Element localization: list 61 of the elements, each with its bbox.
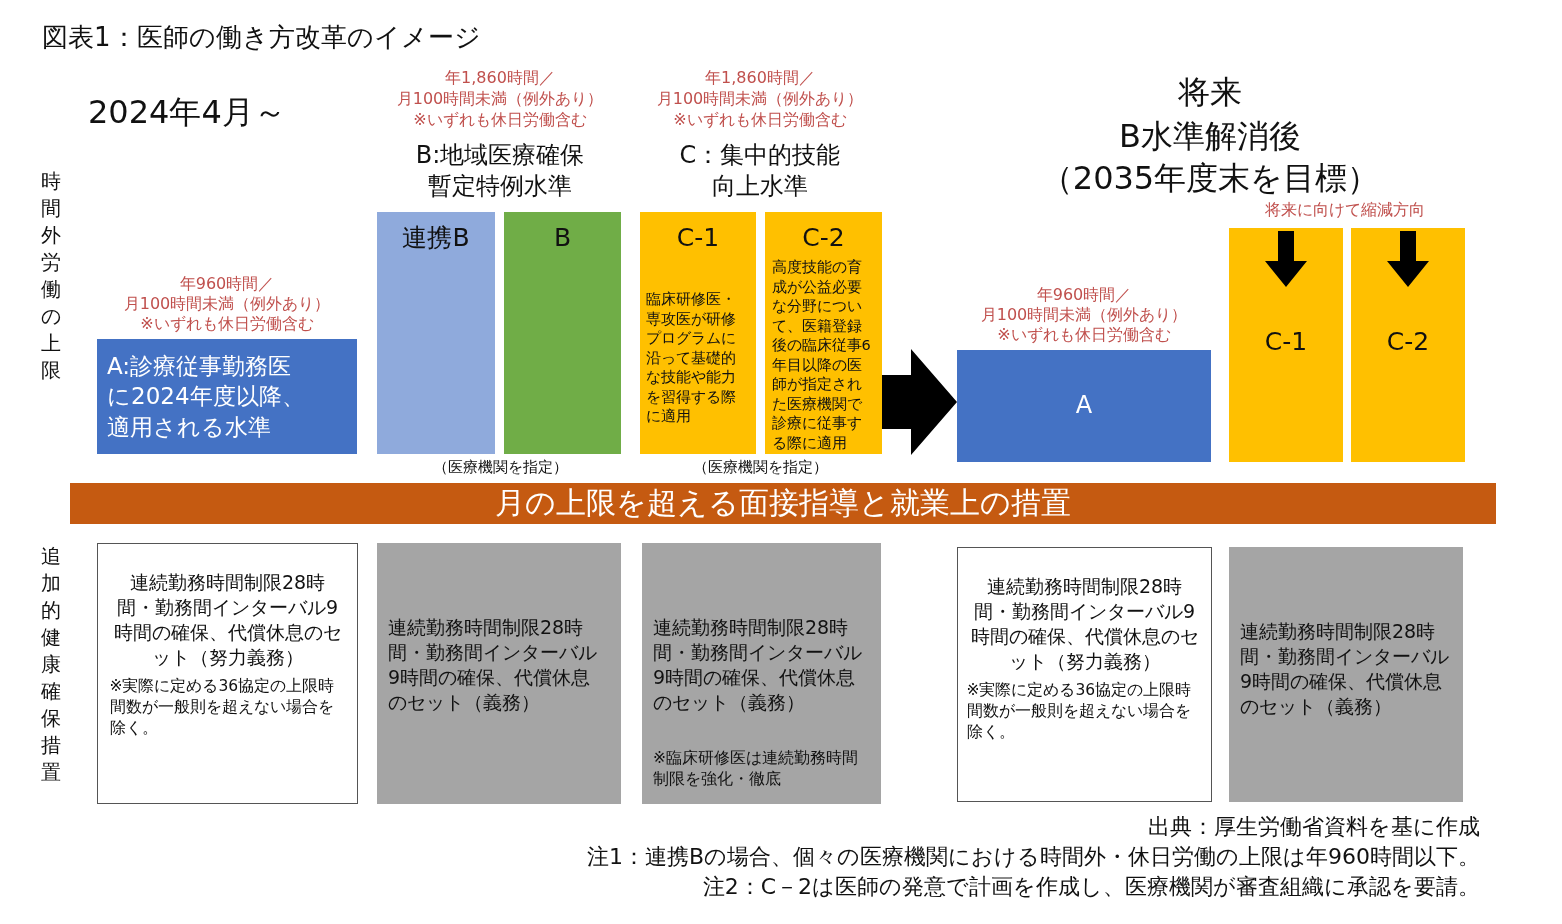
- box-label: A:診療従事勤務医に2024年度以降、適用される水準: [107, 351, 306, 442]
- side-label: 時間外労働の上限: [40, 168, 62, 384]
- box-description: 高度技能の育成が公益必要な分野について、医籍登録後の臨床従事6年目以降の医師が指定された医療機関で診療に従事する際に適用: [771, 258, 872, 453]
- measure-text: 連続勤務時間制限28時間・勤務間インターバル9時間の確保、代償休息のセット（努力義務）: [969, 574, 1200, 674]
- period-label: 2024年4月～: [88, 92, 287, 132]
- designation-note: （医療機関を指定）: [691, 458, 829, 477]
- limit-note: 月100時間未満（例外あり）: [655, 89, 865, 109]
- measure-text: 連続勤務時間制限28時間・勤務間インターバル9時間の確保、代償休息のセット（義務）: [388, 615, 598, 715]
- level-box: [97, 339, 357, 454]
- limit-note: ※いずれも休日労働含む: [672, 110, 848, 130]
- box-label: B: [553, 222, 572, 254]
- side-label: 追加的健康確保措置: [40, 543, 62, 786]
- box-description: 臨床研修医・専攻医が研修プログラムに沿って基礎的な技能や能力を習得する際に適用: [646, 290, 737, 426]
- measure-box: [97, 543, 358, 804]
- note-text: ※実際に定める36協定の上限時間数が一般則を超えない場合を除く。: [966, 680, 1193, 743]
- level-bar: [504, 212, 621, 454]
- future-heading: B水準解消後: [1118, 116, 1302, 156]
- measure-text: 連続勤務時間制限28時間・勤務間インターバル9時間の確保、代償休息のセット（義務）: [1240, 619, 1450, 719]
- measure-box: [642, 543, 881, 804]
- measure-band: [70, 483, 1496, 524]
- designation-note: （医療機関を指定）: [431, 458, 569, 477]
- note-text: ※実際に定める36協定の上限時間数が一般則を超えない場合を除く。: [109, 676, 336, 739]
- limit-note: 年1,860時間／: [444, 68, 556, 88]
- limit-note: 月100時間未満（例外あり）: [979, 305, 1189, 325]
- band-label: 月の上限を超える面接指導と就業上の措置: [495, 484, 1071, 522]
- level-heading: B:地域医療確保暫定特例水準: [414, 140, 586, 202]
- future-heading: 将来: [1177, 72, 1243, 112]
- arrow: [882, 349, 957, 455]
- future-heading: （2035年度末を目標）: [1039, 158, 1381, 198]
- limit-note: 月100時間未満（例外あり）: [122, 294, 332, 314]
- box-label: C-1: [1264, 327, 1308, 356]
- measure-text: 連続勤務時間制限28時間・勤務間インターバル9時間の確保、代償休息のセット（努力義務）: [112, 570, 343, 670]
- level-bar: [377, 212, 495, 454]
- measure-box: [957, 547, 1212, 802]
- level-heading: C：集中的技能向上水準: [678, 140, 842, 202]
- box-label: 連携B: [402, 222, 470, 254]
- note-text: ※臨床研修医は連続勤務時間制限を強化・徹底: [653, 748, 859, 790]
- limit-note: 年960時間／: [178, 274, 276, 294]
- limit-note: 年960時間／: [1035, 285, 1133, 305]
- level-bar: [640, 212, 756, 454]
- footnote: 注1：連携Bの場合、個々の医療機関における時間外・休日労働の上限は年960時間以下。: [585, 843, 1480, 871]
- limit-note: 月100時間未満（例外あり）: [395, 89, 605, 109]
- limit-note: ※いずれも休日労働含む: [139, 314, 315, 334]
- box-label: C-2: [802, 222, 845, 254]
- box-label: C-2: [1386, 327, 1430, 356]
- measure-box: [377, 543, 621, 804]
- measure-box: [1229, 547, 1463, 802]
- box-label: A: [1075, 390, 1093, 422]
- title: 図表1：医師の働き方改革のイメージ: [42, 21, 481, 54]
- level-bar: [765, 212, 882, 454]
- level-bar: [1229, 228, 1343, 462]
- level-box: [957, 350, 1211, 462]
- limit-note: ※いずれも休日労働含む: [996, 325, 1172, 345]
- source-note: 出典：厚生労働省資料を基に作成: [1147, 813, 1480, 841]
- trend-note: 将来に向けて縮減方向: [1264, 200, 1426, 220]
- limit-note: 年1,860時間／: [704, 68, 816, 88]
- measure-text: 連続勤務時間制限28時間・勤務間インターバル9時間の確保、代償休息のセット（義務）: [653, 615, 863, 715]
- footnote: 注2：C－2は医師の発意で計画を作成し、医療機関が審査組織に承認を要請。: [701, 873, 1480, 901]
- limit-note: ※いずれも休日労働含む: [412, 110, 588, 130]
- level-bar: [1351, 228, 1465, 462]
- box-label: C-1: [676, 222, 720, 254]
